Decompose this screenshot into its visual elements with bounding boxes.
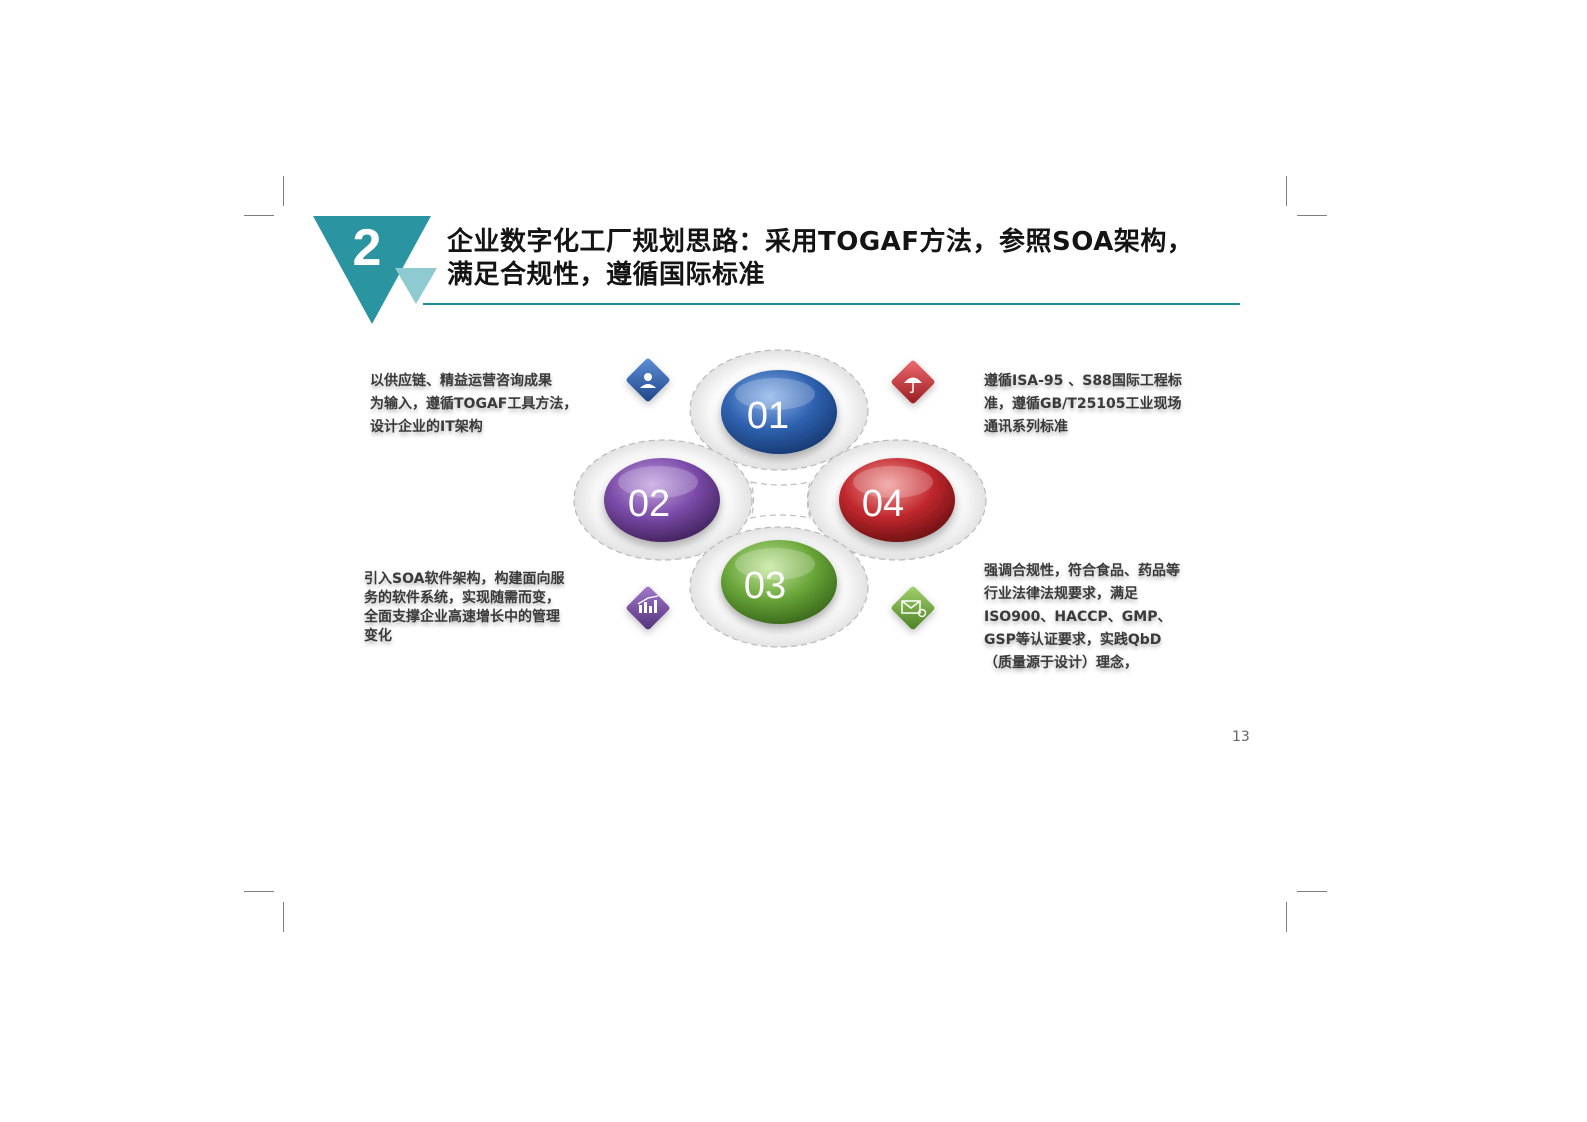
callout-line: ISO900、HACCP、GMP、 (984, 609, 1172, 625)
envelope-icon (891, 586, 935, 630)
callout-line: 变化 (364, 628, 392, 644)
page-number: 13 (1232, 729, 1250, 745)
crop-mark (1286, 176, 1287, 206)
callout-line: 设计企业的IT架构 (370, 419, 483, 435)
callout-line: 为输入，遵循TOGAF工具方法， (370, 396, 578, 412)
page-title-line-2: 满足合规性，遵循国际标准 (447, 260, 766, 290)
section-number: 2 (352, 219, 382, 277)
callout-line: 遵循ISA-95 、S88国际工程标 (984, 373, 1182, 389)
node-03 (721, 540, 837, 624)
crop-mark (1286, 902, 1287, 932)
crop-mark (1297, 215, 1327, 216)
node-01-label: 01 (747, 395, 789, 437)
chart-icon (626, 586, 670, 630)
crop-mark (1297, 891, 1327, 892)
callout-line: 以供应链、精益运营咨询成果 (370, 373, 552, 389)
callout-bottom-right: 强调合规性，符合食品、药品等 行业法律法规要求，满足 ISO900、HACCP、… (984, 560, 1180, 675)
user-icon (626, 358, 670, 402)
crop-mark (283, 902, 284, 932)
crop-mark (283, 176, 284, 206)
callout-line: （质量源于设计）理念， (984, 655, 1138, 671)
node-02-label: 02 (628, 483, 670, 525)
callout-top-left: 以供应链、精益运营咨询成果 为输入，遵循TOGAF工具方法， 设计企业的IT架构 (370, 370, 577, 439)
callout-line: 全面支撑企业高速增长中的管理 (364, 609, 560, 625)
crop-mark (244, 215, 274, 216)
page-title-line-1: 企业数字化工厂规划思路：采用TOGAF方法，参照SOA架构， (447, 227, 1194, 257)
callout-line: GSP等认证要求，实践QbD (984, 632, 1162, 648)
callout-line: 务的软件系统，实现随需而变， (364, 590, 560, 606)
crop-mark (244, 891, 274, 892)
callout-bottom-left: 引入SOA软件架构，构建面向服 务的软件系统，实现随需而变， 全面支撑企业高速增… (364, 570, 564, 646)
node-04 (839, 458, 955, 542)
callout-line: 行业法律法规要求，满足 (984, 586, 1138, 602)
umbrella-icon (891, 360, 935, 404)
node-01 (721, 370, 837, 454)
node-04-label: 04 (862, 483, 904, 525)
diagram-center-connector (750, 481, 811, 519)
node-03-label: 03 (744, 565, 786, 607)
callout-top-right: 遵循ISA-95 、S88国际工程标 准，遵循GB/T25105工业现场 通讯系… (984, 370, 1182, 439)
section-badge (313, 216, 437, 324)
callout-line: 引入SOA软件架构，构建面向服 (364, 571, 565, 587)
callout-line: 强调合规性，符合食品、药品等 (984, 563, 1180, 579)
node-02 (604, 458, 720, 542)
callout-line: 准，遵循GB/T25105工业现场 (984, 396, 1182, 412)
title-divider (423, 303, 1240, 305)
callout-line: 通讯系列标准 (984, 419, 1068, 435)
